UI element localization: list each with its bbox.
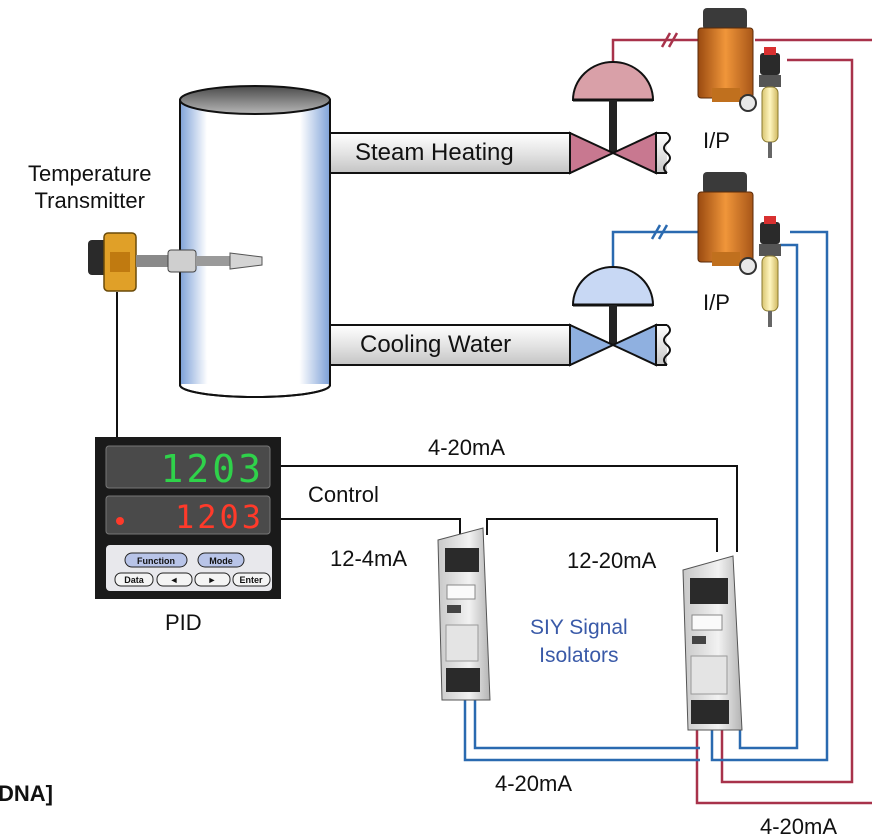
siy-isolators-label-line1: SIY Signal [530, 616, 628, 639]
cooling-control-valve [569, 266, 657, 367]
temperature-transmitter-label: Temperature Transmitter [28, 160, 152, 214]
steam-heating-label: Steam Heating [355, 139, 514, 166]
ip-bottom-label: I/P [703, 290, 730, 315]
temperature-transmitter-label-line2: Transmitter [34, 188, 145, 213]
key-right: ► [208, 575, 217, 585]
process-tank [179, 85, 331, 398]
signal-12-20ma-label: 12-20mA [567, 548, 657, 573]
clipped-left-label: DNA] [0, 781, 53, 806]
signal-isolator-right [682, 555, 743, 731]
pid-pv-display: 1203 [160, 447, 264, 491]
ip-converter-cooling [697, 172, 781, 327]
pid-controller: 1203 1203 Function Mode Data ◄ ► Enter [95, 437, 281, 599]
key-enter: Enter [239, 575, 263, 585]
siy-isolators-label: SIY Signal Isolators [530, 614, 628, 670]
siy-isolators-label-line2: Isolators [539, 644, 619, 667]
pid-sv-display: 1203 [175, 498, 264, 536]
signal-12-4ma-label: 12-4mA [330, 546, 408, 571]
black-wiring [116, 292, 738, 552]
steam-control-valve [569, 61, 657, 175]
ip-converter-steam [697, 8, 781, 158]
signal-isolator-left [437, 527, 491, 701]
key-left: ◄ [170, 575, 179, 585]
signal-4-20ma-corner-label: 4-20mA [760, 814, 838, 839]
control-label: Control [308, 482, 379, 507]
cooling-water-label: Cooling Water [360, 331, 512, 358]
signal-4-20ma-bottom-label: 4-20mA [495, 771, 573, 796]
steam-pipe [329, 132, 671, 174]
ip-top-label: I/P [703, 128, 730, 153]
signal-4-20ma-top-label: 4-20mA [428, 435, 506, 460]
key-data: Data [124, 575, 145, 585]
temperature-transmitter [88, 232, 263, 292]
cooling-signal-loop [463, 224, 829, 762]
key-function: Function [137, 556, 175, 566]
cooling-pipe [329, 324, 671, 366]
pid-label: PID [165, 610, 202, 635]
key-mode: Mode [209, 556, 233, 566]
temperature-transmitter-label-line1: Temperature [28, 161, 152, 186]
